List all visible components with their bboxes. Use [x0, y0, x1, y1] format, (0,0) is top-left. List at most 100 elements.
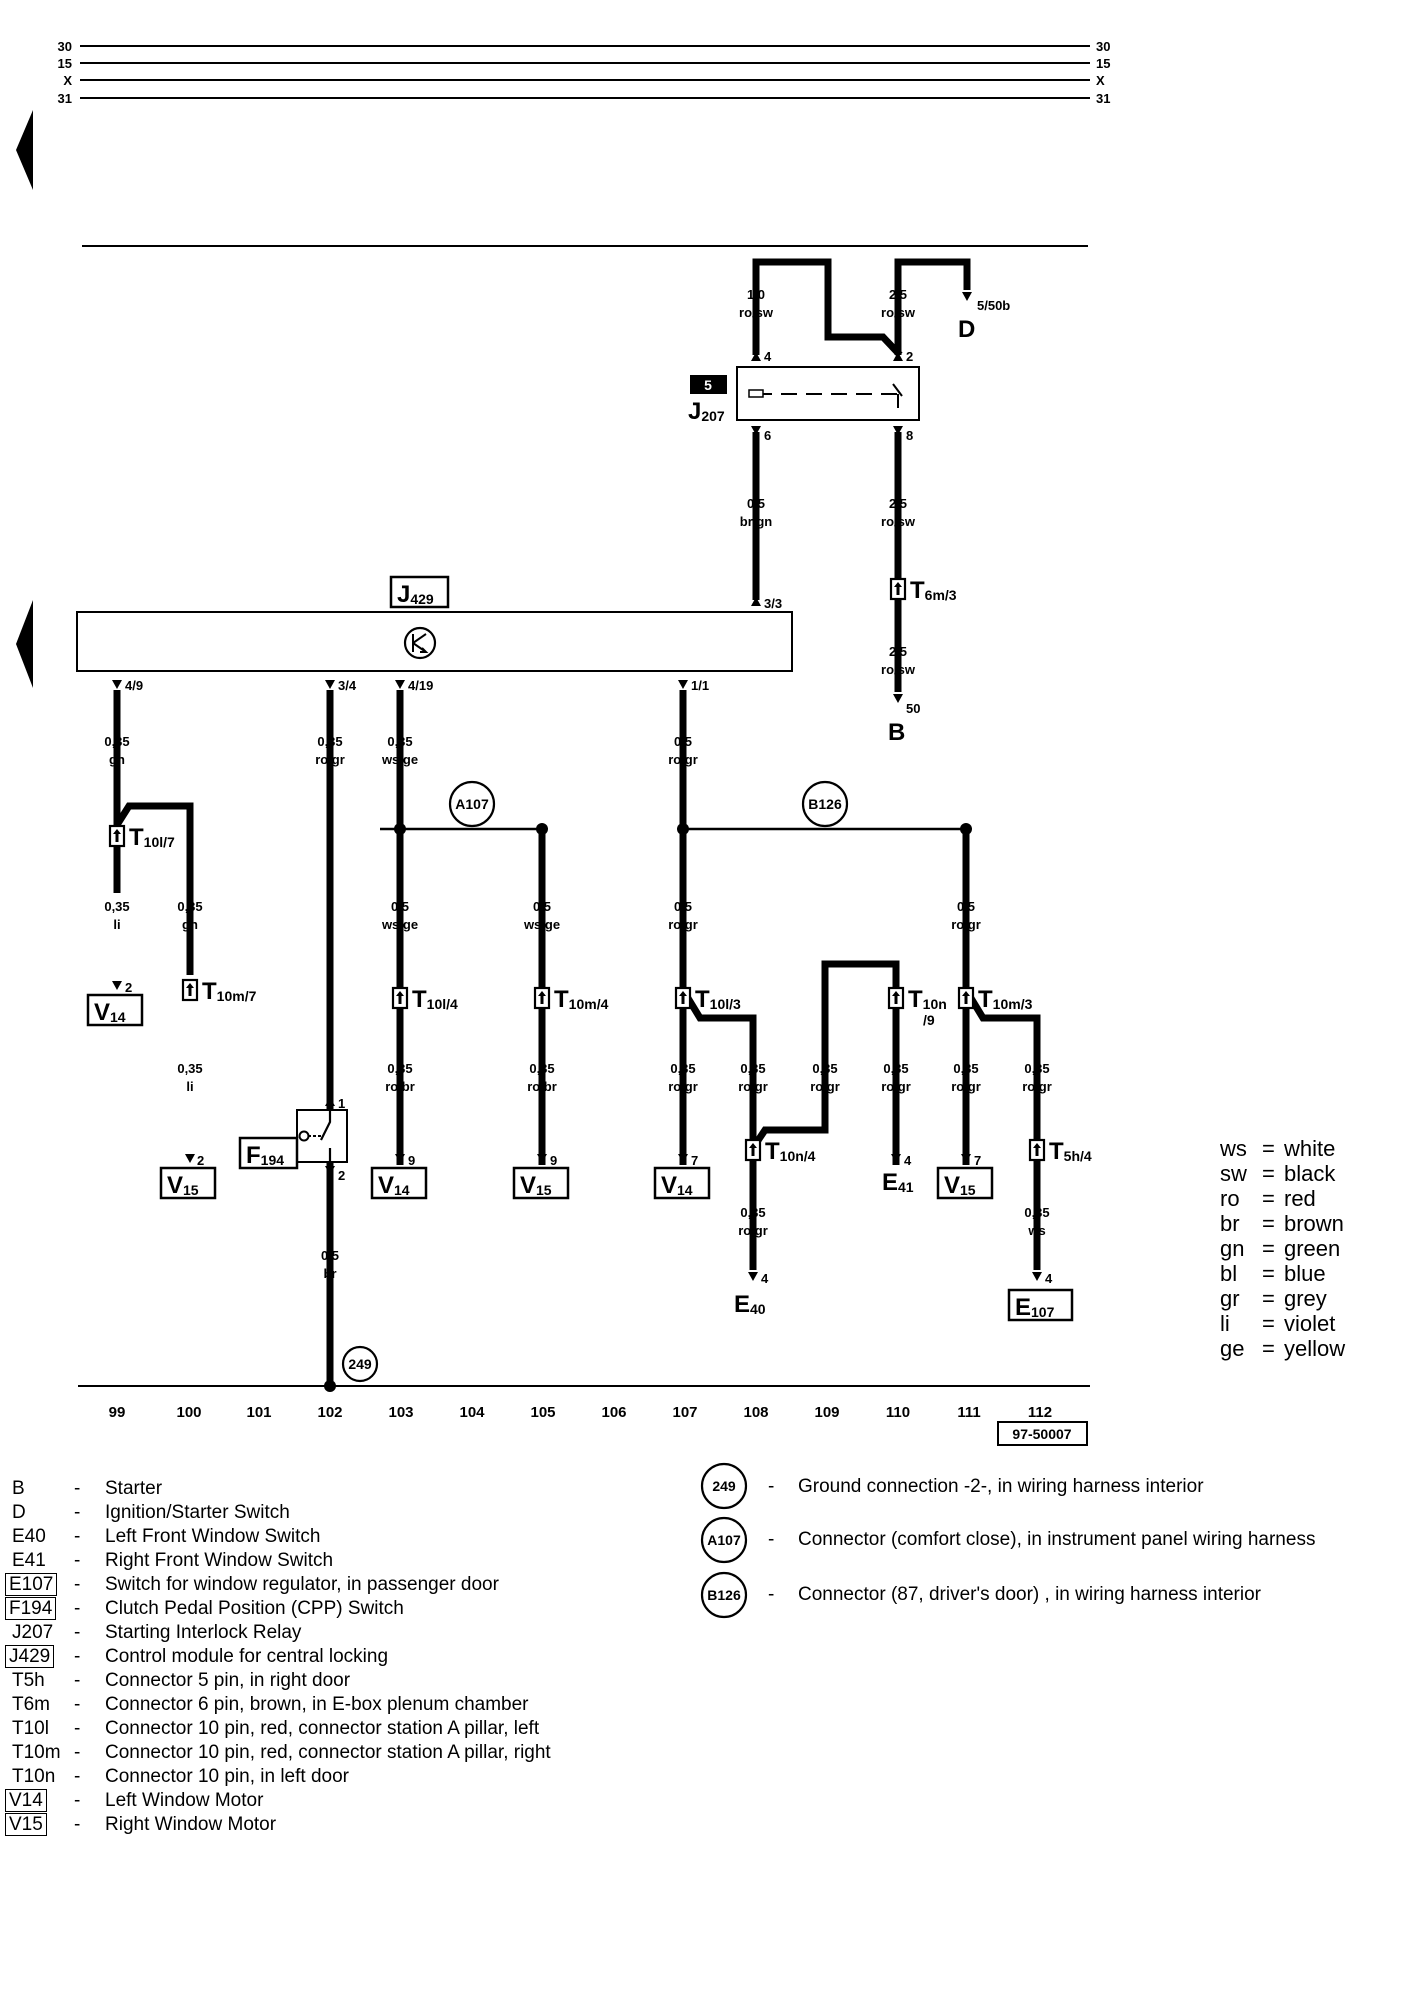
- svg-text:0,5: 0,5: [674, 734, 692, 749]
- color-legend-row: ws=white: [1220, 1136, 1336, 1161]
- legend-code: B: [12, 1478, 25, 1499]
- svg-text:108: 108: [743, 1404, 768, 1421]
- legend-code: J207: [12, 1622, 54, 1643]
- legend-desc: Left Window Motor: [105, 1790, 264, 1811]
- legend-code: V14: [5, 1789, 47, 1812]
- legend-connector-a107-icon: [700, 1516, 748, 1564]
- svg-text:0,5: 0,5: [957, 899, 975, 914]
- pin-label: 50: [906, 701, 920, 716]
- legend-dash: -: [74, 1502, 81, 1523]
- rail-label-31-right: 31: [1096, 91, 1110, 106]
- rail-label-31-left: 31: [58, 91, 72, 106]
- pin-label: 1/1: [691, 678, 709, 693]
- pin-label: 2: [125, 980, 132, 995]
- svg-text:ro/gr: ro/gr: [881, 1079, 911, 1094]
- svg-text:ws/ge: ws/ge: [381, 917, 418, 932]
- color-legend-row: li=violet: [1220, 1311, 1336, 1336]
- svg-text:ro/gr: ro/gr: [951, 1079, 981, 1094]
- legend-dash: -: [74, 1550, 81, 1571]
- svg-text:ro/gr: ro/gr: [738, 1079, 768, 1094]
- svg-text:ro/gr: ro/gr: [668, 752, 698, 767]
- legend-dash: -: [74, 1646, 81, 1667]
- svg-text:gn: gn: [182, 917, 198, 932]
- svg-text:ro/gr: ro/gr: [1022, 1079, 1052, 1094]
- svg-text:ws/ge: ws/ge: [523, 917, 560, 932]
- wire-j207-pin2-to-d: [894, 258, 971, 355]
- svg-text:ro/gr: ro/gr: [738, 1223, 768, 1238]
- svg-text:ro/gr: ro/gr: [951, 917, 981, 932]
- pin-label: 4: [764, 349, 772, 364]
- junction-dots: [324, 823, 972, 1392]
- svg-text:0,5: 0,5: [321, 1248, 339, 1263]
- svg-text:0,35: 0,35: [387, 1061, 412, 1076]
- b-starter-label: B: [888, 719, 905, 746]
- svg-text:101: 101: [246, 1404, 271, 1421]
- rail-label-15-left: 15: [58, 56, 72, 71]
- legend-desc: Starter: [105, 1478, 163, 1499]
- legend-connector-a107-symbol: A107: [707, 1532, 741, 1548]
- supply-rails: 30 15 X 31 30 15 X 31: [58, 39, 1111, 106]
- pin-label: 2: [338, 1168, 345, 1183]
- e41-label: E41: [882, 1169, 914, 1196]
- j429-label: J429: [397, 581, 434, 608]
- svg-text:br/gn: br/gn: [740, 514, 773, 529]
- legend-desc: Connector 10 pin, red, connector station…: [105, 1718, 540, 1739]
- v15-label: V15: [520, 1172, 552, 1199]
- pin-label: 1: [338, 1096, 345, 1111]
- legend-dash: -: [74, 1622, 81, 1643]
- color-legend-row: ro=red: [1220, 1186, 1316, 1211]
- svg-text:ro/br: ro/br: [527, 1079, 557, 1094]
- e40-label: E40: [734, 1291, 766, 1318]
- legend-code: E41: [12, 1550, 46, 1571]
- connector-icon: [889, 577, 907, 601]
- continuation-arrow-icon: [16, 110, 33, 190]
- pin-label: 6: [764, 428, 771, 443]
- pin-label: 8: [906, 428, 913, 443]
- svg-text:0,35: 0,35: [387, 734, 412, 749]
- connector-t5h4-label: T5h/4: [1049, 1138, 1092, 1165]
- connector-a107-icon: [448, 780, 496, 828]
- pin-label: 4/9: [125, 678, 143, 693]
- color-legend-row: gn=green: [1220, 1236, 1341, 1261]
- j207-label: J207: [688, 398, 725, 425]
- connector-b126-label: B126: [808, 796, 842, 812]
- legend-desc: Control module for central locking: [105, 1646, 389, 1667]
- svg-text:0,35: 0,35: [812, 1061, 837, 1076]
- legend-dash: -: [74, 1694, 81, 1715]
- legend-dash: -: [74, 1478, 81, 1499]
- pin-label: 7: [974, 1153, 981, 1168]
- continuation-arrow-icon: [16, 600, 33, 688]
- svg-text:105: 105: [530, 1404, 555, 1421]
- svg-text:106: 106: [601, 1404, 626, 1421]
- color-legend-row: sw=black: [1220, 1161, 1336, 1186]
- legend-code: J429: [5, 1645, 55, 1668]
- legend-ground-249-symbol: 249: [712, 1478, 736, 1494]
- legend-desc: Connector 5 pin, in right door: [105, 1670, 351, 1691]
- svg-text:li: li: [113, 917, 120, 932]
- svg-text:0,35: 0,35: [670, 1061, 695, 1076]
- legend-ground-249-icon: [700, 1462, 748, 1510]
- legend-code: E40: [12, 1526, 46, 1547]
- legend-desc: Ground connection -2-, in wiring harness…: [798, 1476, 1204, 1497]
- svg-text:0,35: 0,35: [1024, 1061, 1049, 1076]
- svg-text:0,35: 0,35: [740, 1205, 765, 1220]
- legend-code: F194: [5, 1597, 57, 1620]
- rail-label-x-right: X: [1096, 73, 1105, 88]
- v14-label: V14: [661, 1172, 693, 1199]
- e107-label: E107: [1015, 1294, 1055, 1321]
- legend-desc: Switch for window regulator, in passenge…: [105, 1574, 499, 1595]
- svg-text:0,5: 0,5: [674, 899, 692, 914]
- legend-desc: Right Window Motor: [105, 1814, 277, 1835]
- connector-icon: [391, 986, 409, 1010]
- svg-text:0,35: 0,35: [317, 734, 342, 749]
- color-legend-row: gr=grey: [1220, 1286, 1327, 1311]
- legend-desc: Right Front Window Switch: [105, 1550, 334, 1571]
- svg-text:102: 102: [317, 1404, 342, 1421]
- connector-icon: [744, 1138, 762, 1162]
- legend-code: T6m: [12, 1694, 50, 1715]
- color-legend-row: bl=blue: [1220, 1261, 1326, 1286]
- wire-t10l7-gn: [114, 802, 194, 975]
- svg-text:109: 109: [814, 1404, 839, 1421]
- pin-label: 3/3: [764, 596, 782, 611]
- pin-label: 4/19: [408, 678, 433, 693]
